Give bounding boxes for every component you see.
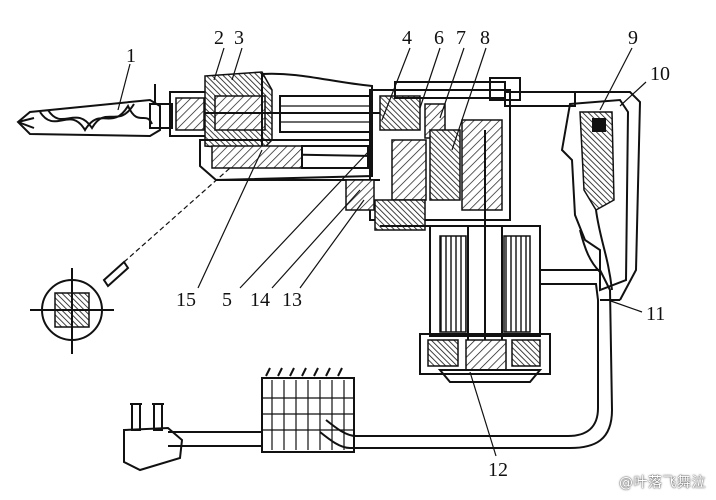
label-8: 8: [480, 27, 490, 49]
watermark: @叶落飞舞泣: [619, 475, 706, 491]
handle: [560, 98, 630, 292]
drill-bit: [16, 84, 173, 138]
label-7: 7: [456, 27, 466, 49]
label-13: 13: [282, 289, 302, 311]
label-9: 9: [628, 27, 638, 49]
cable-path: [168, 269, 620, 449]
part-number-labels: 1 2 3 4 6 7 8 9 10 11 12 13 14 15 5: [126, 27, 670, 481]
label-12: 12: [488, 459, 508, 481]
label-5: 5: [222, 289, 232, 311]
gearbox: [345, 77, 521, 231]
leader-lines: [117, 47, 647, 457]
label-14: 14: [250, 289, 270, 311]
label-2: 2: [214, 27, 224, 49]
chuck-head: [169, 71, 380, 151]
label-3: 3: [234, 27, 244, 49]
label-1: 1: [126, 45, 136, 67]
bit-cross-section-inset: [30, 167, 231, 354]
cable-sleeve: [261, 367, 355, 453]
label-10: 10: [650, 63, 670, 85]
label-6: 6: [434, 27, 444, 49]
power-plug: [123, 403, 184, 472]
label-4: 4: [402, 27, 412, 49]
label-11: 11: [646, 303, 665, 325]
label-15: 15: [176, 289, 196, 311]
motor: [419, 130, 551, 383]
top-rod: [504, 91, 642, 301]
